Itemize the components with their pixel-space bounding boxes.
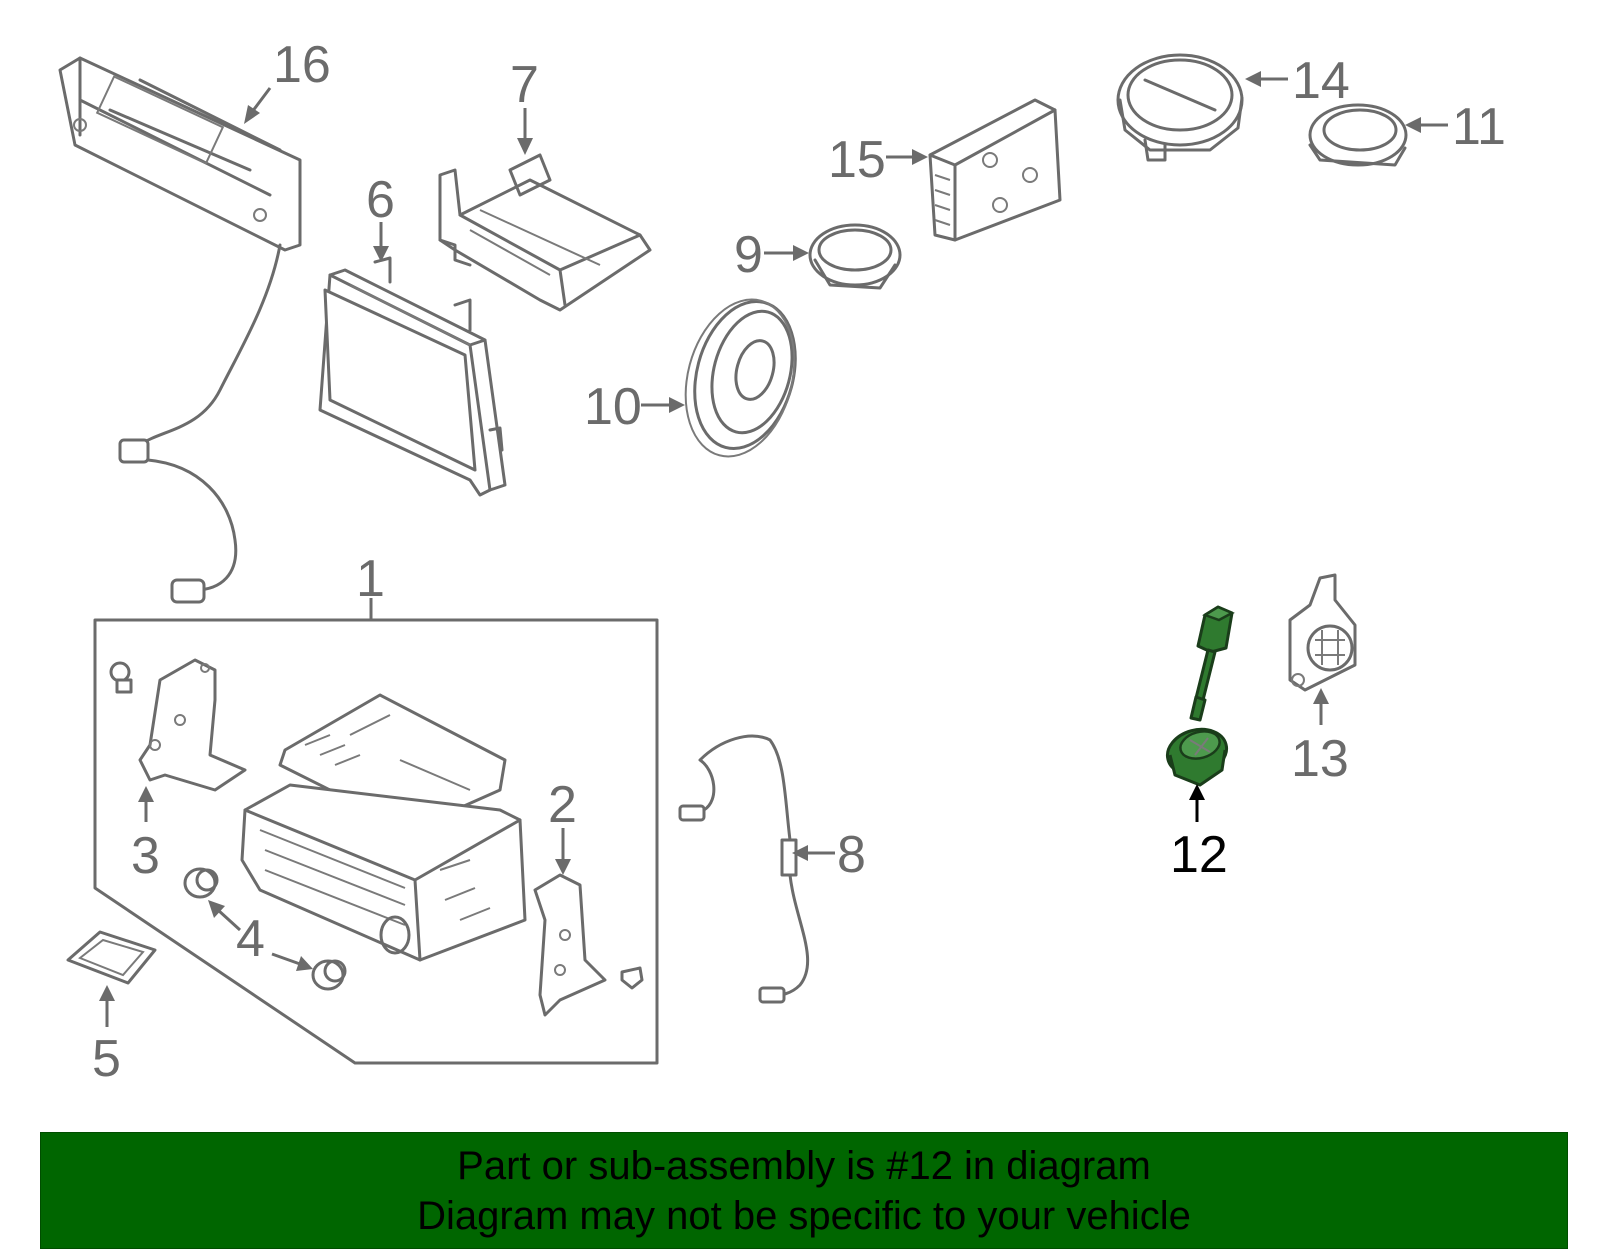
part-12-highlighted — [1165, 605, 1235, 787]
part-16-module-with-cable — [58, 56, 302, 604]
part-1-group-box — [93, 618, 659, 1065]
notice-line-2: Diagram may not be specific to your vehi… — [417, 1193, 1191, 1238]
part-7-bracket — [438, 153, 652, 312]
callout-12: 12 — [1170, 826, 1228, 884]
callout-8: 8 — [837, 826, 866, 884]
callout-4: 4 — [236, 910, 265, 968]
callout-3: 3 — [131, 827, 160, 885]
part-2-bracket — [533, 873, 644, 1017]
callout-11: 11 — [1452, 98, 1506, 156]
leader-arrows — [99, 71, 1448, 1027]
callout-15: 15 — [828, 131, 886, 189]
callout-9: 9 — [734, 226, 763, 284]
callout-14: 14 — [1292, 52, 1350, 110]
part-3-bracket — [109, 658, 247, 792]
part-13-bracket — [1288, 573, 1357, 692]
callout-1: 1 — [356, 550, 385, 608]
callout-16: 16 — [273, 36, 331, 94]
part-9-tweeter — [808, 223, 902, 290]
part-5-pad — [66, 930, 157, 985]
callout-6: 6 — [366, 171, 395, 229]
part-15-control-module — [928, 98, 1062, 242]
callout-13: 13 — [1291, 730, 1349, 788]
part-8-harness — [678, 734, 810, 1004]
part-1-head-unit — [240, 693, 527, 962]
callout-5: 5 — [92, 1030, 121, 1088]
part-11-speaker — [1308, 103, 1408, 167]
notice-banner: Part or sub-assembly is #12 in diagram D… — [40, 1132, 1568, 1249]
notice-line-1: Part or sub-assembly is #12 in diagram — [457, 1143, 1151, 1188]
part-10-speaker — [684, 298, 797, 458]
callout-10: 10 — [584, 378, 642, 436]
callout-2: 2 — [548, 776, 577, 834]
part-4-knobs — [183, 867, 347, 991]
callout-labels: 16 7 6 15 14 11 9 10 1 3 2 4 5 8 13 12 — [92, 36, 1506, 1088]
callout-7: 7 — [510, 56, 539, 114]
part-14-woofer — [1116, 53, 1244, 162]
part-6-display-unit — [318, 256, 507, 497]
